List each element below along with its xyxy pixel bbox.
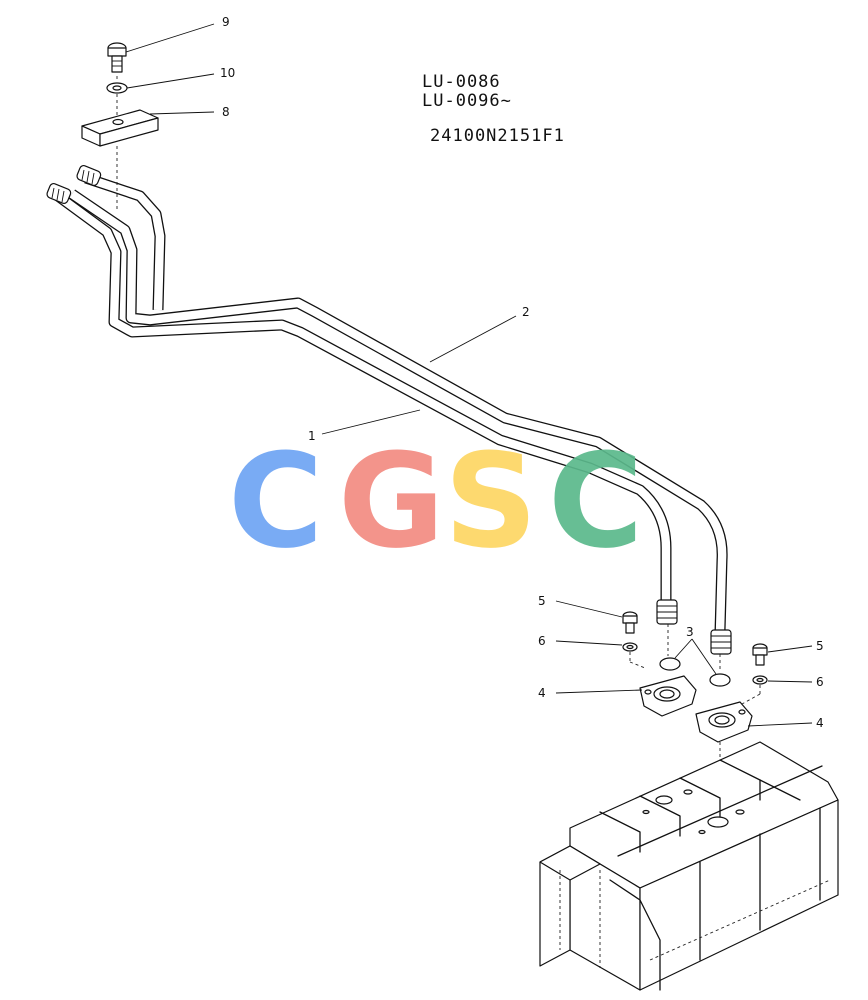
bolt-9 bbox=[107, 42, 127, 73]
callout-9: 9 bbox=[222, 15, 230, 29]
callout-4-left: 4 bbox=[538, 686, 546, 700]
callout-4-right: 4 bbox=[816, 716, 824, 730]
o-ring-3-left bbox=[659, 657, 681, 671]
pipe-1 bbox=[54, 191, 672, 600]
flange-4-right bbox=[695, 701, 753, 743]
clamp-8 bbox=[81, 109, 159, 147]
watermark-letter: C bbox=[548, 425, 643, 577]
pipe-end-fitting-bottom-left bbox=[656, 599, 678, 625]
callout-5-left: 5 bbox=[538, 594, 546, 608]
leader-lines bbox=[125, 23, 813, 727]
callout-6-left: 6 bbox=[538, 634, 546, 648]
pipe-end-fitting-lower bbox=[46, 182, 72, 204]
serial-range-end: LU-0096~ bbox=[422, 91, 512, 111]
drawing-number: 24100N2151F1 bbox=[430, 126, 565, 146]
callout-10: 10 bbox=[220, 66, 235, 80]
watermark-letter: S bbox=[444, 425, 538, 577]
o-ring-3-right bbox=[709, 673, 731, 687]
pipe-2 bbox=[68, 189, 728, 633]
washer-6-right bbox=[752, 675, 768, 685]
pipe-end-fitting-upper bbox=[76, 164, 102, 186]
watermark-letter: C bbox=[228, 425, 323, 577]
callout-2: 2 bbox=[522, 305, 530, 319]
serial-range-start: LU-0086 bbox=[422, 72, 501, 92]
watermark-logo: C G S C bbox=[228, 425, 643, 577]
alignment-line bbox=[741, 693, 761, 705]
pipe-end-fitting-bottom-right bbox=[710, 629, 732, 655]
callout-3: 3 bbox=[686, 625, 694, 639]
watermark-letter: G bbox=[338, 425, 445, 577]
flange-4-left bbox=[639, 675, 697, 717]
pipe-connector-left bbox=[84, 172, 166, 311]
bolt-5-right bbox=[752, 643, 768, 666]
callout-6-right: 6 bbox=[816, 675, 824, 689]
washer-10 bbox=[106, 82, 128, 94]
callout-5-right: 5 bbox=[816, 639, 824, 653]
valve-block bbox=[539, 741, 839, 991]
alignment-line bbox=[629, 661, 646, 669]
callout-1: 1 bbox=[308, 429, 316, 443]
washer-6-left bbox=[622, 642, 638, 652]
bolt-5-left bbox=[622, 611, 638, 634]
callout-8: 8 bbox=[222, 105, 230, 119]
